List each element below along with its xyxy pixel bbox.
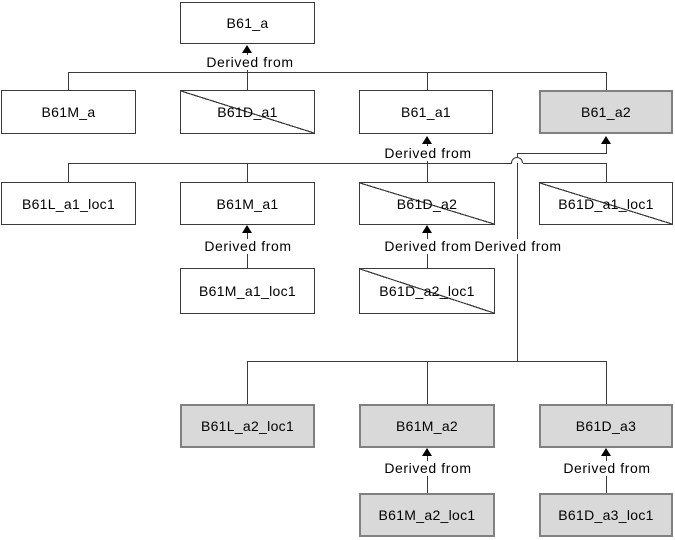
arrowhead-up-icon [422, 448, 432, 456]
node-label: B61M_a1_loc1 [199, 283, 296, 299]
connector-line [606, 72, 607, 90]
node-b61d-a1-loc1[interactable]: B61D_a1_loc1 [539, 182, 673, 225]
arrowhead-up-icon [601, 448, 611, 456]
strikethrough-line [181, 91, 314, 133]
connector-line [68, 163, 512, 164]
arrowhead-up-icon [242, 225, 252, 233]
arrowhead-up-icon [422, 225, 432, 233]
arrowhead-up-icon [422, 136, 432, 144]
node-label: B61D_a2 [396, 195, 458, 212]
node-b61-a[interactable]: B61_a [180, 2, 315, 44]
node-label: B61M_a2 [395, 418, 459, 434]
arrowhead-up-icon [601, 136, 611, 144]
line-jump-arc [511, 157, 523, 163]
connector-line [517, 153, 607, 154]
connector-line [427, 144, 428, 182]
connector-line [427, 72, 428, 90]
connector-line [247, 361, 248, 404]
connector-line [68, 72, 607, 73]
node-label: B61M_a1 [216, 195, 279, 212]
node-b61l-a1-loc1[interactable]: B61L_a1_loc1 [1, 182, 136, 225]
connector-line [247, 53, 248, 90]
node-b61m-a1-loc1[interactable]: B61M_a1_loc1 [180, 268, 315, 314]
node-label: B61D_a2_loc1 [379, 283, 475, 299]
node-b61l-a2-loc1[interactable]: B61L_a2_loc1 [180, 404, 315, 448]
node-b61d-a1[interactable]: B61D_a1 [180, 90, 315, 134]
node-label: B61_a1 [400, 104, 452, 120]
edge-label-derived-from: Derived from [382, 145, 474, 161]
node-b61-a1[interactable]: B61_a1 [359, 90, 493, 134]
connector-line [523, 163, 607, 164]
edge-label-derived-from: Derived from [472, 238, 564, 254]
node-label: B61M_a2_loc1 [378, 507, 476, 523]
connector-line [68, 72, 69, 90]
edge-label-derived-from: Derived from [204, 54, 296, 70]
connector-line [606, 361, 607, 404]
edge-label-derived-from: Derived from [382, 460, 474, 476]
connector-line [606, 163, 607, 182]
strikethrough-line [360, 269, 494, 313]
connector-line [247, 163, 248, 182]
node-label: B61D_a1_loc1 [558, 195, 654, 212]
edge-label-derived-from: Derived from [561, 460, 653, 476]
node-label: B61D_a3 [575, 418, 637, 434]
arrowhead-up-icon [242, 45, 252, 53]
node-b61d-a3-loc1[interactable]: B61D_a3_loc1 [539, 493, 673, 537]
node-label: B61L_a2_loc1 [200, 418, 295, 434]
node-label: B61M_a [41, 104, 96, 120]
node-label: B61_a [226, 15, 269, 31]
connector-line [606, 144, 607, 153]
node-b61m-a1[interactable]: B61M_a1 [180, 182, 315, 225]
node-b61-a2[interactable]: B61_a2 [539, 90, 673, 134]
edge-label-derived-from: Derived from [202, 238, 294, 254]
node-label: B61D_a1 [217, 104, 278, 120]
node-label: B61L_a1_loc1 [21, 195, 116, 212]
connector-line [517, 153, 518, 361]
node-b61d-a2[interactable]: B61D_a2 [359, 182, 495, 225]
strikethrough-line [540, 183, 672, 224]
node-b61m-a2-loc1[interactable]: B61M_a2_loc1 [359, 493, 495, 537]
node-label: B61D_a3_loc1 [558, 507, 654, 523]
node-label: B61_a2 [580, 104, 632, 120]
connector-line [68, 163, 69, 182]
node-b61d-a3[interactable]: B61D_a3 [539, 404, 673, 448]
connector-line [427, 361, 428, 404]
node-b61m-a2[interactable]: B61M_a2 [359, 404, 495, 448]
node-b61d-a2-loc1[interactable]: B61D_a2_loc1 [359, 268, 495, 314]
strikethrough-line [360, 183, 494, 224]
node-b61m-a[interactable]: B61M_a [1, 90, 136, 134]
edge-label-derived-from: Derived from [382, 238, 474, 254]
